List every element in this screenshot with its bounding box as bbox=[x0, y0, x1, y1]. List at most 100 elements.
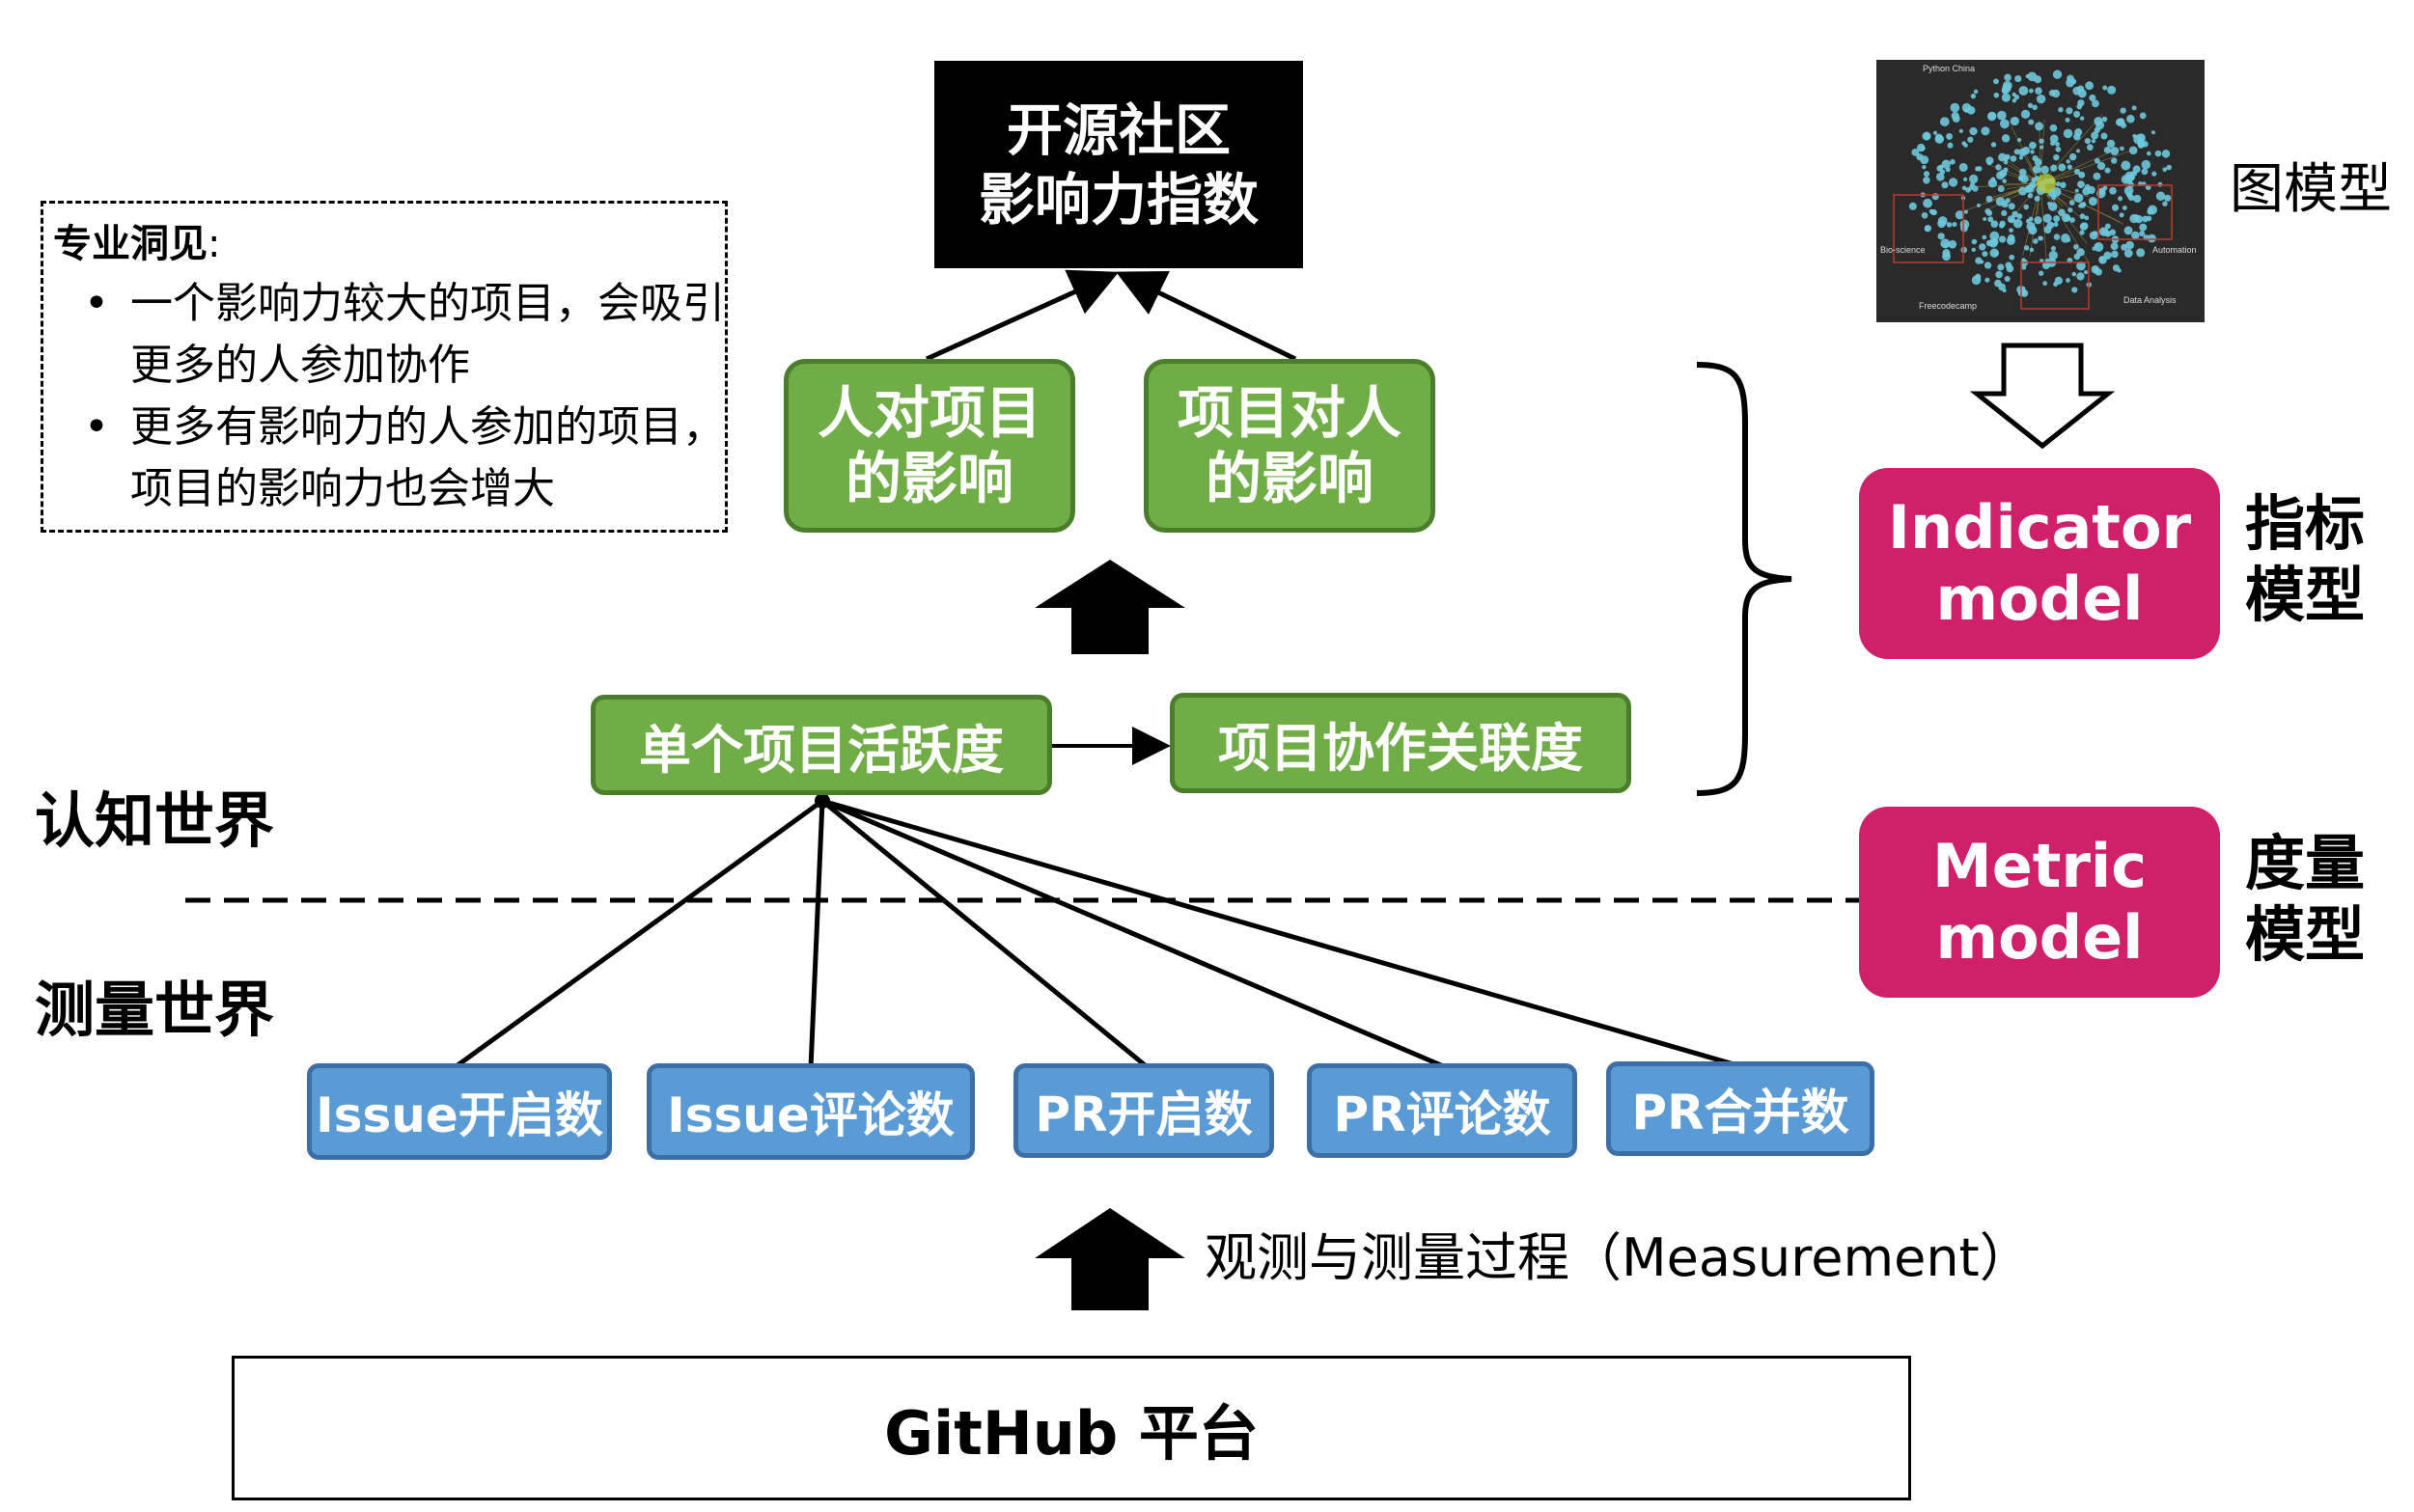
network-node bbox=[2044, 259, 2049, 263]
network-node bbox=[2077, 180, 2085, 189]
network-node bbox=[2078, 204, 2083, 208]
network-node bbox=[2071, 287, 2078, 293]
network-node bbox=[2039, 138, 2044, 144]
indicator-model-box: Indicator model bbox=[1859, 468, 2220, 659]
network-node bbox=[2012, 98, 2017, 103]
network-node bbox=[1958, 128, 1963, 133]
measurement-caption: 观测与测量过程（Measurement） bbox=[1205, 1227, 2032, 1288]
network-node bbox=[2123, 226, 2133, 235]
network-node bbox=[1998, 152, 2007, 162]
network-node bbox=[2032, 165, 2041, 174]
network-node bbox=[2042, 213, 2052, 223]
network-node bbox=[2091, 131, 2099, 140]
index-title-line2: 影响力指数 bbox=[978, 166, 1259, 233]
metric-pr-merged: PR合并数 bbox=[1606, 1061, 1874, 1156]
network-node bbox=[2103, 146, 2111, 154]
insight-item-2-line1: 更多有影响力的人参加的项目， bbox=[130, 402, 725, 452]
network-node bbox=[2166, 164, 2172, 171]
network-node bbox=[1924, 227, 1929, 233]
graph-label-bio-science: Bio-science bbox=[1880, 245, 1926, 255]
network-node bbox=[2146, 151, 2151, 156]
network-node bbox=[1987, 216, 1994, 223]
person-influence-line2: 的影响 bbox=[845, 446, 1013, 511]
network-node bbox=[1971, 238, 1978, 245]
network-node bbox=[2084, 215, 2090, 221]
network-node bbox=[2027, 192, 2034, 199]
metric-issue-comments-label: Issue评论数 bbox=[667, 1087, 955, 1143]
metric-model-label-line1: 度量 bbox=[2245, 828, 2366, 898]
network-node bbox=[2002, 179, 2007, 183]
network-node bbox=[1916, 153, 1924, 161]
network-node bbox=[2001, 209, 2008, 216]
network-node bbox=[2018, 155, 2023, 160]
network-node bbox=[1982, 234, 1987, 240]
network-node bbox=[2048, 89, 2056, 96]
network-edge bbox=[2039, 119, 2045, 184]
network-hub bbox=[2037, 174, 2056, 193]
network-node bbox=[1950, 102, 1960, 113]
network-node bbox=[2141, 168, 2149, 176]
network-node bbox=[2083, 270, 2089, 275]
network-node bbox=[2055, 146, 2062, 152]
network-node bbox=[2106, 139, 2116, 149]
network-node bbox=[2146, 215, 2152, 222]
network-node bbox=[2094, 242, 2104, 252]
network-node bbox=[2073, 168, 2081, 175]
connector-metric-4 bbox=[821, 798, 1449, 1071]
network-node bbox=[2040, 165, 2049, 175]
network-node bbox=[1937, 219, 1946, 229]
network-node bbox=[2009, 218, 2014, 224]
network-node bbox=[2012, 210, 2018, 218]
metric-model-line1: Metric bbox=[1932, 831, 2147, 901]
network-node bbox=[2131, 105, 2137, 111]
insight-title-text: 专业洞见 bbox=[53, 222, 208, 266]
network-node bbox=[2027, 71, 2038, 82]
network-node bbox=[1980, 260, 1984, 264]
metric-pr-comments-label: PR评论数 bbox=[1333, 1086, 1551, 1142]
network-node bbox=[2001, 134, 2011, 143]
network-node bbox=[2033, 238, 2039, 244]
network-node bbox=[2065, 117, 2070, 123]
network-node bbox=[2001, 93, 2012, 102]
network-node bbox=[2084, 183, 2091, 190]
down-arrow-hollow bbox=[1969, 343, 2116, 450]
project-influence-line2: 的影响 bbox=[1205, 446, 1373, 511]
network-node bbox=[2028, 88, 2034, 94]
network-node bbox=[1923, 198, 1932, 208]
network-node bbox=[2008, 203, 2015, 210]
network-node bbox=[2049, 134, 2059, 144]
network-node bbox=[2109, 186, 2117, 195]
network-node bbox=[2046, 221, 2055, 230]
network-node bbox=[2119, 212, 2124, 218]
network-node bbox=[2026, 221, 2036, 232]
network-node bbox=[2147, 207, 2154, 215]
connector-person-to-index bbox=[925, 269, 1120, 362]
community-influence-index-box: 开源社区 影响力指数 bbox=[934, 61, 1303, 268]
network-node bbox=[2010, 155, 2017, 162]
network-node bbox=[2117, 268, 2122, 273]
network-node bbox=[1999, 119, 2010, 129]
network-node bbox=[2058, 107, 2064, 113]
network-node bbox=[2058, 163, 2067, 172]
github-platform-box: GitHub 平台 bbox=[232, 1356, 1911, 1500]
network-node bbox=[2133, 194, 2142, 204]
network-node bbox=[2038, 270, 2044, 276]
indicator-model-line1: Indicator bbox=[1887, 492, 2192, 563]
network-node bbox=[2005, 261, 2012, 269]
network-node bbox=[2042, 281, 2048, 287]
network-node bbox=[2164, 194, 2172, 202]
graph-label-python-china: Python China bbox=[1923, 64, 1975, 73]
network-node bbox=[2046, 201, 2052, 206]
insight-item: 更多有影响力的人参加的项目， 项目的影响力也会增大 bbox=[53, 397, 725, 520]
network-node bbox=[1923, 177, 1930, 184]
network-node bbox=[2010, 116, 2019, 126]
network-node bbox=[1971, 275, 1982, 286]
network-node bbox=[2021, 146, 2031, 155]
network-node bbox=[1999, 169, 2008, 178]
network-node bbox=[1990, 177, 1996, 182]
network-node bbox=[2034, 195, 2040, 202]
network-node bbox=[2073, 244, 2079, 250]
network-node bbox=[2111, 157, 2118, 164]
network-node bbox=[2092, 99, 2099, 108]
network-node bbox=[2094, 157, 2100, 164]
